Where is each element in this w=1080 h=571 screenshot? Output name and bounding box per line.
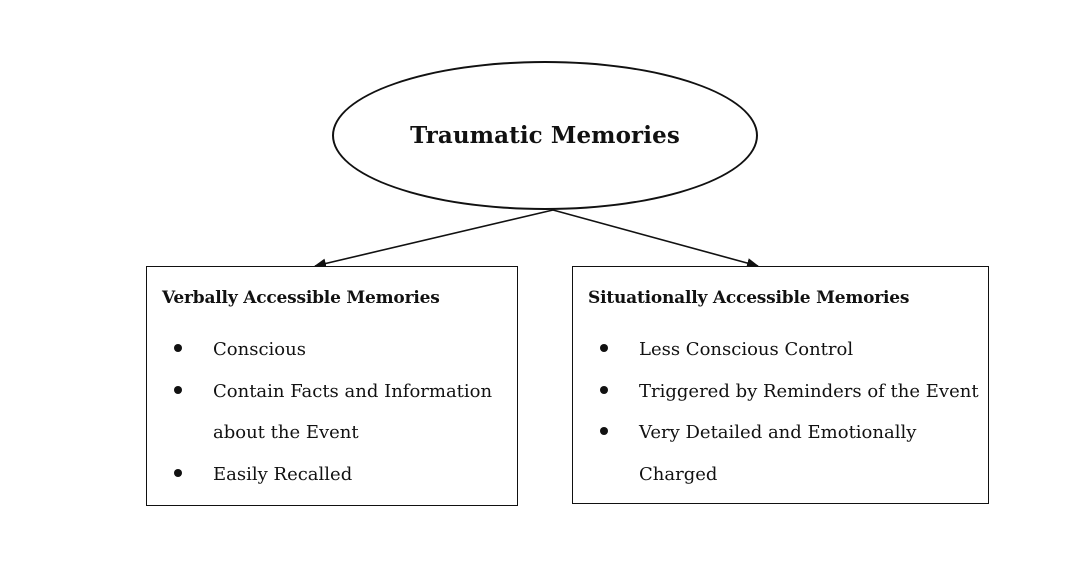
root-node-title: Traumatic Memories [410,122,680,149]
box-heading-verbally-accessible: Verbally Accessible Memories [162,288,440,308]
bullet-list-verbally-accessible: Conscious Contain Facts and Information … [147,329,509,495]
list-item-text: Triggered by Reminders of the Event [639,380,979,402]
list-item: Triggered by Reminders of the Event [573,371,979,413]
list-item-text: Less Conscious Control [639,339,854,360]
list-item-text: Conscious [213,339,306,360]
list-item: Very Detailed and Emotionally Charged [573,412,935,495]
bullet-icon [174,344,182,352]
list-item: Easily Recalled [147,454,509,496]
list-item-text: Contain Facts and Information about the … [213,380,493,444]
root-node-traumatic-memories: Traumatic Memories [332,61,758,210]
bullet-icon [600,385,608,394]
bullet-icon [600,427,608,435]
box-situationally-accessible-memories: Situationally Accessible Memories Less C… [572,266,989,504]
list-item-text: Easily Recalled [213,463,353,485]
bullet-icon [174,468,182,477]
bullet-icon [174,385,182,394]
arrow-to-situationally-accessible [552,209,759,268]
list-item: Contain Facts and Information about the … [147,371,509,454]
bullet-icon [600,344,608,352]
list-item-text: Very Detailed and Emotionally Charged [639,422,917,485]
arrow-to-verbally-accessible [314,209,554,269]
box-heading-situationally-accessible: Situationally Accessible Memories [588,288,910,308]
list-item: Less Conscious Control [573,329,935,371]
list-item: Conscious [147,329,509,371]
bullet-list-situationally-accessible: Less Conscious Control Triggered by Remi… [573,329,979,495]
box-verbally-accessible-memories: Verbally Accessible Memories Conscious C… [146,266,518,506]
